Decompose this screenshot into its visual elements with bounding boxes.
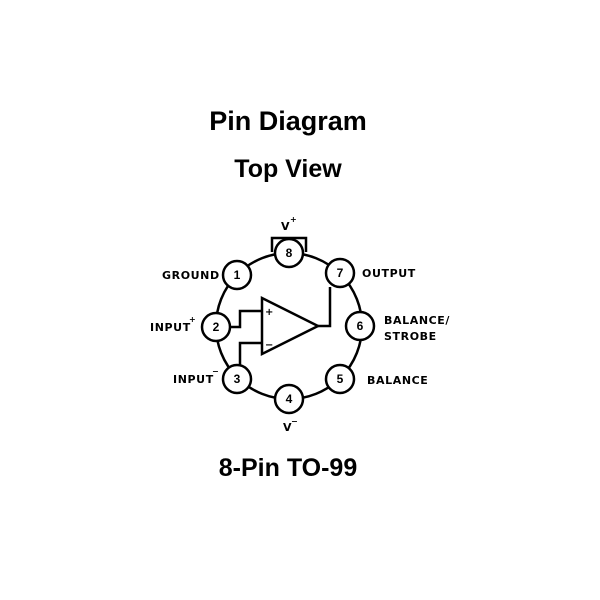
pin-4-superscript: −: [291, 417, 298, 426]
pin-3-label: INPUT: [173, 373, 214, 386]
package-label: 8-Pin TO-99: [218, 454, 358, 482]
wire-input-plus: [230, 309, 262, 329]
pin-2-superscript: +: [189, 315, 196, 324]
pin-2-number: 2: [213, 320, 220, 334]
pin-6-number: 6: [357, 319, 364, 333]
pin-3-number: 3: [234, 372, 241, 386]
opamp-symbol: [260, 295, 321, 357]
pin-5-label: BALANCE: [367, 374, 428, 387]
opamp-plus-sign: +: [265, 307, 273, 318]
pin-4: 4 V −: [273, 383, 305, 434]
pin-8: 8 V +: [273, 215, 305, 269]
pin-2-label: INPUT: [150, 321, 191, 334]
opamp-minus-sign: −: [265, 340, 273, 351]
wire-output: [318, 287, 332, 328]
pin-3-superscript: −: [212, 367, 219, 376]
pin-5-number: 5: [337, 372, 344, 386]
pin-5: 5 BALANCE: [324, 363, 428, 395]
pin-1-number: 1: [234, 268, 241, 282]
page-title: Pin Diagram: [209, 106, 367, 136]
pin-2: 2 INPUT +: [150, 311, 232, 343]
wire-input-minus: [238, 341, 262, 366]
pin-7-number: 7: [337, 266, 344, 280]
pin-7-label: OUTPUT: [362, 267, 416, 280]
pin-8-label: V: [281, 220, 290, 233]
pin-6-label: BALANCE/: [384, 314, 450, 327]
pin-3: 3 INPUT −: [173, 363, 253, 395]
pin-7: 7 OUTPUT: [324, 257, 416, 289]
pin-4-label: V: [283, 421, 292, 434]
pin-6: 6 BALANCE/ STROBE: [344, 310, 450, 343]
pin-1: 1 GROUND: [162, 259, 253, 291]
pin-1-label: GROUND: [162, 269, 220, 282]
pin-4-number: 4: [286, 392, 293, 406]
pin-8-superscript: +: [290, 215, 297, 224]
page-subtitle: Top View: [234, 155, 342, 183]
pin-6-label-line2: STROBE: [384, 330, 437, 343]
pin-8-number: 8: [286, 246, 293, 260]
